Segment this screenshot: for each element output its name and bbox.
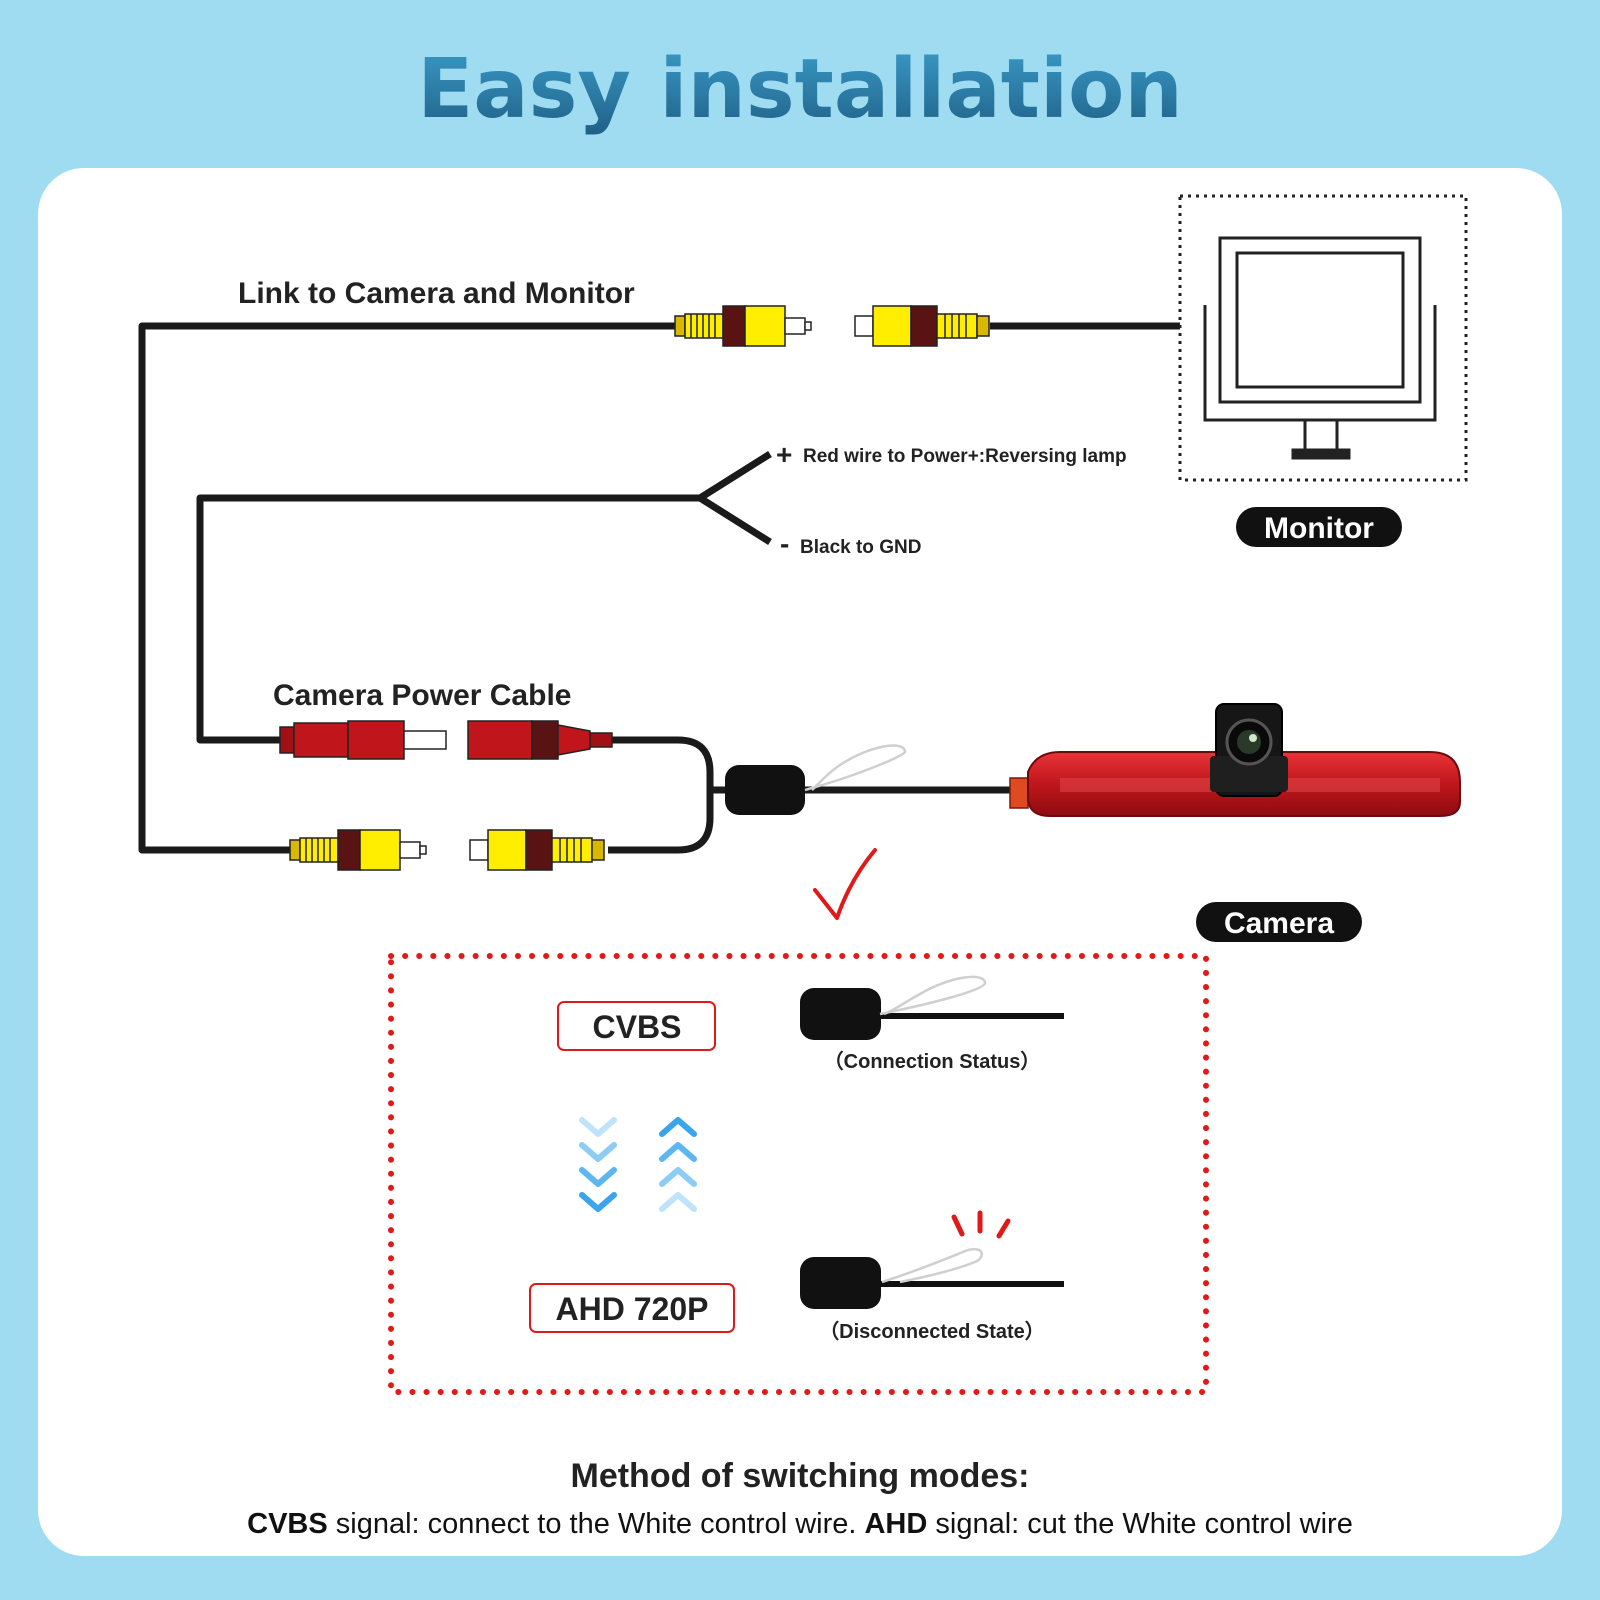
disconnected-state-label: （Disconnected State） xyxy=(819,1320,1045,1343)
power-plug-left xyxy=(279,720,447,760)
ahd-label: AHD 720P xyxy=(556,1291,709,1327)
wiring xyxy=(138,322,1180,854)
minus-sign: - xyxy=(780,528,789,559)
red-wire-label: Red wire to Power+:Reversing lamp xyxy=(803,446,1127,467)
white-wire-cut-left xyxy=(881,1248,969,1284)
monitor-badge: Monitor xyxy=(1236,507,1402,547)
white-loop-connected xyxy=(879,975,987,1016)
power-jack-right xyxy=(467,720,613,760)
cvbs-badge xyxy=(557,1001,716,1051)
black-wire-label: Black to GND xyxy=(800,537,921,558)
content-panel xyxy=(38,168,1562,1556)
camera-badge: Camera xyxy=(1196,902,1362,942)
page-title: Easy installation xyxy=(417,42,1183,137)
control-box xyxy=(725,765,805,815)
plus-sign: + xyxy=(776,439,792,470)
camera-badge-label: Camera xyxy=(1224,907,1334,940)
power-cable-label: Camera Power Cable xyxy=(273,679,571,712)
link-label: Link to Camera and Monitor xyxy=(238,277,635,310)
connection-status-label: （Connection Status） xyxy=(824,1050,1041,1073)
cut-spark-icon xyxy=(951,1210,1011,1239)
white-control-wire xyxy=(804,744,907,792)
cvbs-instruction: signal: connect to the White control wir… xyxy=(328,1508,865,1540)
switch-method-text: CVBS signal: connect to the White contro… xyxy=(247,1508,1353,1540)
monitor-badge-label: Monitor xyxy=(1264,512,1374,545)
brake-light-camera xyxy=(1009,703,1461,817)
ahd-word: AHD xyxy=(864,1508,927,1540)
control-box-connected xyxy=(800,988,881,1040)
white-wire-cut-right xyxy=(899,1247,983,1284)
switch-method-heading: Method of switching modes: xyxy=(571,1457,1030,1495)
control-box-disconnected xyxy=(800,1257,881,1309)
red-check-arrow xyxy=(813,848,877,920)
cvbs-word: CVBS xyxy=(247,1508,328,1540)
ahd-instruction: signal: cut the White control wire xyxy=(927,1508,1353,1540)
mode-box xyxy=(388,953,1209,1395)
cvbs-label: CVBS xyxy=(593,1009,682,1045)
monitor-icon xyxy=(1178,194,1468,482)
ahd-badge xyxy=(529,1283,735,1333)
